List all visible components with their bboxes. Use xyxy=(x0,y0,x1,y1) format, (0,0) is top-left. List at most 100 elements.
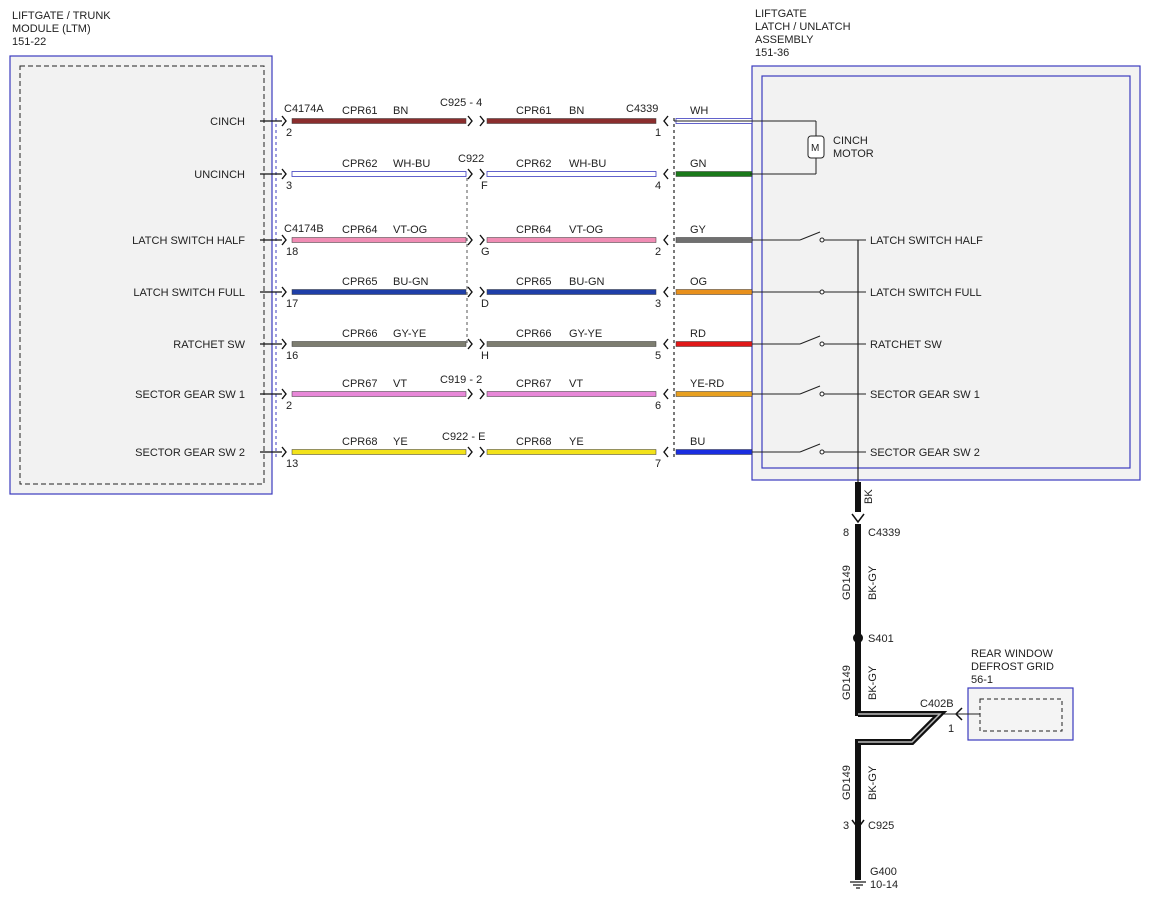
splice-s401-label: S401 xyxy=(868,633,894,645)
latch-assembly: LIFTGATE LATCH / UNLATCH ASSEMBLY 151-36 xyxy=(751,8,1141,481)
row-5-inline-pin: H xyxy=(481,350,489,362)
row-1-wire-right xyxy=(486,118,657,124)
latch-inner-box xyxy=(761,75,1131,469)
row-6-ltm-pin: 2 xyxy=(286,400,292,412)
row-7-color-right: YE xyxy=(569,436,584,448)
connector-c922-e: C922 - E xyxy=(442,431,485,443)
row-5-inline-connector-right-icon xyxy=(479,338,485,350)
row-7-circuit-right: CPR68 xyxy=(516,436,551,448)
row-3-inline-pin: G xyxy=(481,246,490,258)
defrost-title-1: REAR WINDOW xyxy=(971,648,1054,660)
row-6-circuit-left: CPR67 xyxy=(342,378,377,390)
row-6-inline-connector-left-icon xyxy=(467,388,473,400)
row-4-latch-wire-label: OG xyxy=(690,276,707,288)
row-6-circuit-right: CPR67 xyxy=(516,378,551,390)
row-2-latch-connector-icon xyxy=(663,168,669,180)
row-5-switch-contact-icon xyxy=(819,341,825,347)
row-2-circuit-left: CPR62 xyxy=(342,158,377,170)
ground-circuit-1: GD149 xyxy=(841,565,853,600)
ground-path: BK 8 C4339 GD149 BK-GY S401 GD149 BK-GY … xyxy=(841,482,948,891)
row-6-latch-wire xyxy=(675,391,753,397)
row-2-ltm-connector-icon xyxy=(281,168,287,180)
c4339-ground-connector-icon xyxy=(851,513,865,524)
row-3-inline-connector-right-icon xyxy=(479,234,485,246)
latch-title-3: ASSEMBLY xyxy=(755,34,814,46)
row-3-latch-connector-icon xyxy=(663,234,669,246)
ltm-ref: 151-22 xyxy=(12,36,46,48)
row-3-color-right: VT-OG xyxy=(569,224,603,236)
row-2-latch-wire xyxy=(675,171,753,177)
row-6-wire-right xyxy=(486,391,657,397)
row-4-wire-left xyxy=(291,289,467,295)
ground-ref: 10-14 xyxy=(870,879,898,891)
row-1-circuit-left: CPR61 xyxy=(342,105,377,117)
row-1-inline-connector-right-icon xyxy=(479,115,485,127)
row-2-latch-wire-label: GN xyxy=(690,158,707,170)
connector-c4174b: C4174B xyxy=(284,223,324,235)
row-7-latch-connector-icon xyxy=(663,446,669,458)
row-1-module-label: CINCH xyxy=(210,116,245,128)
row-3-ltm-connector-icon xyxy=(281,234,287,246)
row-4-inline-pin: D xyxy=(481,298,489,310)
row-5-latch-wire xyxy=(675,341,753,347)
connector-c4339: C4339 xyxy=(626,103,658,115)
latch-title-1: LIFTGATE xyxy=(755,8,807,20)
row-7-color-left: YE xyxy=(393,436,408,448)
row-6-latch-wire-label: YE-RD xyxy=(690,378,724,390)
defrost-inner-dashed xyxy=(979,698,1063,732)
cinch-motor: M CINCH MOTOR xyxy=(674,120,874,175)
defrost-box xyxy=(967,687,1074,741)
row-5-latch-connector-icon xyxy=(663,338,669,350)
row-3-switch-contact-icon xyxy=(819,237,825,243)
row-7-inline-connector-right-icon xyxy=(479,446,485,458)
connector-c919-2: C919 - 2 xyxy=(440,374,482,386)
row-7-circuit-left: CPR68 xyxy=(342,436,377,448)
row-4-latch-wire xyxy=(675,289,753,295)
row-1-latch-wire-label: WH xyxy=(690,105,708,117)
row-5-latch-pin: 5 xyxy=(655,350,661,362)
row-5-circuit-left: CPR66 xyxy=(342,328,377,340)
ltm-box xyxy=(9,55,273,495)
row-5-inline-connector-left-icon xyxy=(467,338,473,350)
row-2-wire-left xyxy=(291,171,467,177)
c925-ground-connector-icon xyxy=(851,819,865,830)
row-5-wire-right xyxy=(486,341,657,347)
row-7-switch-open-icon xyxy=(799,443,821,453)
row-4-switch-label: LATCH SWITCH FULL xyxy=(870,287,982,299)
splice-s401-icon xyxy=(853,633,863,643)
row-3-latch-wire xyxy=(675,237,753,243)
latch-outer-box xyxy=(751,65,1141,481)
latch-title-2: LATCH / UNLATCH xyxy=(755,21,851,33)
row-4-latch-pin: 3 xyxy=(655,298,661,310)
row-3-module-label: LATCH SWITCH HALF xyxy=(132,235,245,247)
ground-wire-branch-highlight xyxy=(858,713,942,743)
row-4-ltm-connector-icon xyxy=(281,286,287,298)
row-2-module-label: UNCINCH xyxy=(194,169,245,181)
c925-ground-pin: 3 xyxy=(843,820,849,832)
row-3-wire-right xyxy=(486,237,657,243)
c4339-ground-pin: 8 xyxy=(843,527,849,539)
ltm-module: LIFTGATE / TRUNK MODULE (LTM) 151-22 xyxy=(9,10,273,495)
ground-bk-label: BK xyxy=(863,489,875,504)
row-6-ltm-connector-icon xyxy=(281,388,287,400)
row-4-module-label: LATCH SWITCH FULL xyxy=(133,287,245,299)
ground-circuit-3: GD149 xyxy=(841,765,853,800)
row-6-color-right: VT xyxy=(569,378,583,390)
row-7-ltm-connector-icon xyxy=(281,446,287,458)
row-5-circuit-right: CPR66 xyxy=(516,328,551,340)
latch-ref: 151-36 xyxy=(755,47,789,59)
row-1-latch-connector-icon xyxy=(663,115,669,127)
row-4-circuit-left: CPR65 xyxy=(342,276,377,288)
ltm-inner-dashed xyxy=(19,65,265,485)
row-5-wire-left xyxy=(291,341,467,347)
row-2-inline-connector-left-icon xyxy=(467,168,473,180)
row-3-circuit-left: CPR64 xyxy=(342,224,377,236)
row-6-module-label: SECTOR GEAR SW 1 xyxy=(135,389,245,401)
row-4-inline-connector-right-icon xyxy=(479,286,485,298)
ground-color-1: BK-GY xyxy=(867,565,879,600)
row-1-color-right: BN xyxy=(569,105,584,117)
row-5-ltm-connector-icon xyxy=(281,338,287,350)
row-7-module-label: SECTOR GEAR SW 2 xyxy=(135,447,245,459)
row-7-latch-pin: 7 xyxy=(655,458,661,470)
row-4-color-right: BU-GN xyxy=(569,276,605,288)
